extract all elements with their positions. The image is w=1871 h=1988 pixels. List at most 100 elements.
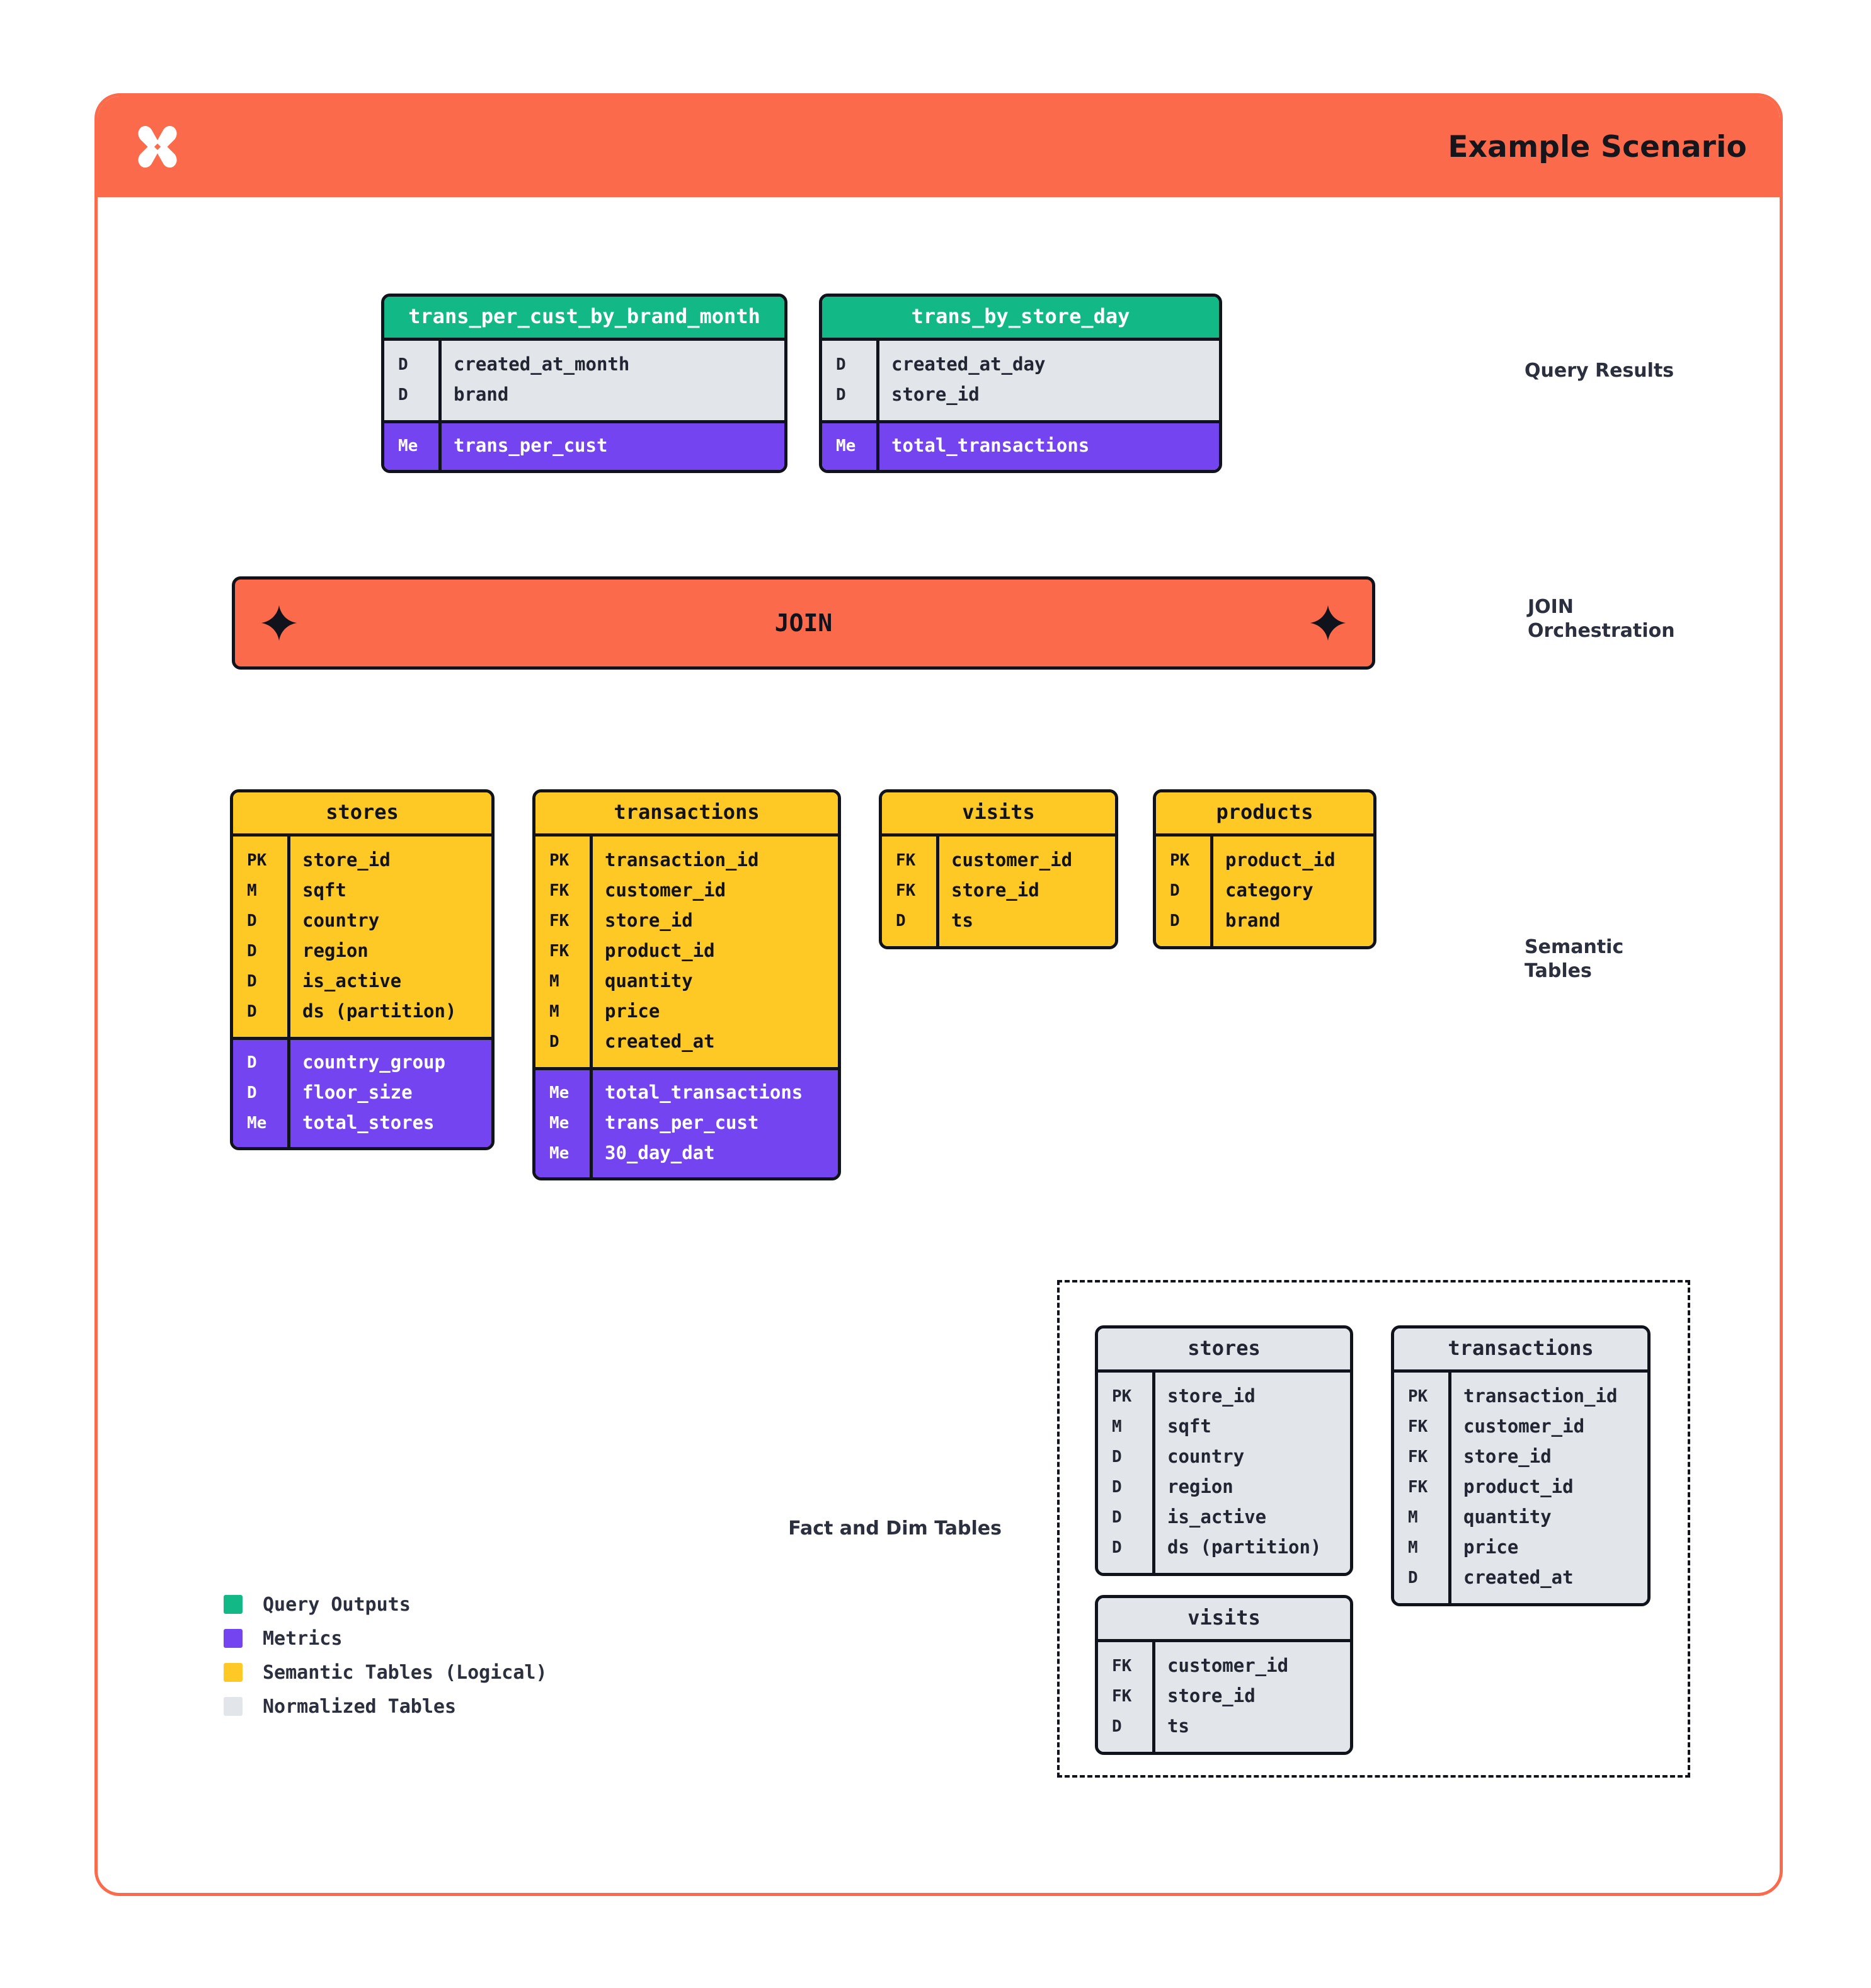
table-title: visits (882, 792, 1115, 833)
row-key: D (247, 1002, 257, 1021)
row-field: customer_id (605, 879, 726, 901)
row-field: store_id (1167, 1385, 1256, 1407)
row-key: FK (1112, 1656, 1132, 1676)
join-orchestration-bar[interactable]: JOIN (232, 576, 1375, 670)
semantic-label-line2: Tables (1525, 960, 1592, 983)
row-field: transaction_id (1463, 1385, 1618, 1407)
page-title: Example Scenario (1448, 129, 1747, 164)
row-field: category (1225, 879, 1313, 901)
row-field: store_id (951, 879, 1039, 901)
table-title: products (1156, 792, 1373, 833)
row-key: PK (247, 850, 267, 870)
legend-label: Normalized Tables (263, 1695, 457, 1718)
row-field: ds (partition) (1167, 1536, 1322, 1558)
row-key: D (398, 355, 408, 374)
row-field: customer_id (951, 849, 1073, 871)
legend-swatch (224, 1595, 243, 1614)
row-field: brand (454, 384, 509, 406)
table-row: Me total_transactions (822, 431, 1219, 461)
table-title: visits (1098, 1598, 1350, 1639)
table-metrics-section: Me trans_per_cust (384, 420, 784, 470)
row-field: store_id (891, 384, 980, 406)
fact-dim-tables-label: Fact and Dim Tables (788, 1517, 1002, 1540)
table-row: Me trans_per_cust (384, 431, 784, 461)
query-table-trans-per-cust[interactable]: trans_per_cust_by_brand_month D created_… (381, 294, 787, 473)
x-mark-logo-icon (138, 125, 177, 168)
row-field: created_at_day (891, 353, 1046, 375)
row-field: store_id (302, 849, 391, 871)
row-field: sqft (1167, 1415, 1211, 1437)
fact-dim-group-box (1057, 1280, 1690, 1778)
row-field: total_transactions (605, 1082, 803, 1104)
table-row: FK customer_id (1098, 1651, 1350, 1681)
row-key: Me (549, 1113, 569, 1133)
row-key: D (896, 911, 906, 930)
row-field: is_active (302, 970, 402, 992)
row-key: PK (1170, 850, 1190, 870)
row-field: customer_id (1167, 1655, 1289, 1677)
join-label-line2: Orchestration (1528, 620, 1675, 643)
query-results-bracket-label: Query Results (1525, 360, 1674, 382)
table-title: stores (1098, 1328, 1350, 1369)
row-field: price (605, 1000, 660, 1022)
legend-item-semantic-tables: Semantic Tables (Logical) (224, 1655, 547, 1689)
row-field: ts (951, 910, 973, 932)
row-key: D (1112, 1538, 1122, 1557)
row-field: created_at (1463, 1567, 1574, 1589)
table-metrics-section: Me total_transactions (822, 420, 1219, 470)
row-field: price (1463, 1536, 1519, 1558)
row-field: trans_per_cust (605, 1112, 759, 1134)
card-header: Example Scenario (98, 96, 1780, 197)
row-field: country_group (302, 1051, 445, 1073)
row-key: Me (398, 436, 418, 455)
table-dimensions-section: D created_at_month D brand (384, 337, 784, 420)
table-dimensions-section: D created_at_day D store_id (822, 337, 1219, 420)
row-key: FK (896, 850, 916, 870)
legend-item-query-outputs: Query Outputs (224, 1587, 547, 1621)
row-key: M (1408, 1538, 1418, 1557)
query-table-trans-by-store-day[interactable]: trans_by_store_day D created_at_day D st… (819, 294, 1222, 473)
row-field: trans_per_cust (454, 435, 608, 457)
legend-label: Metrics (263, 1627, 343, 1650)
row-field: store_id (1463, 1446, 1552, 1468)
row-key: D (1408, 1568, 1418, 1587)
row-field: customer_id (1463, 1415, 1585, 1437)
row-field: created_at (605, 1031, 715, 1053)
semantic-label-line1: Semantic (1525, 936, 1624, 958)
table-title: stores (233, 792, 491, 833)
row-key: FK (549, 911, 569, 930)
row-field: total_transactions (891, 435, 1090, 457)
row-key: FK (1408, 1477, 1428, 1497)
row-field: country (1167, 1446, 1245, 1468)
table-title: trans_per_cust_by_brand_month (384, 297, 784, 338)
table-row: D created_at_month (384, 350, 784, 380)
legend-item-normalized-tables: Normalized Tables (224, 1689, 547, 1723)
